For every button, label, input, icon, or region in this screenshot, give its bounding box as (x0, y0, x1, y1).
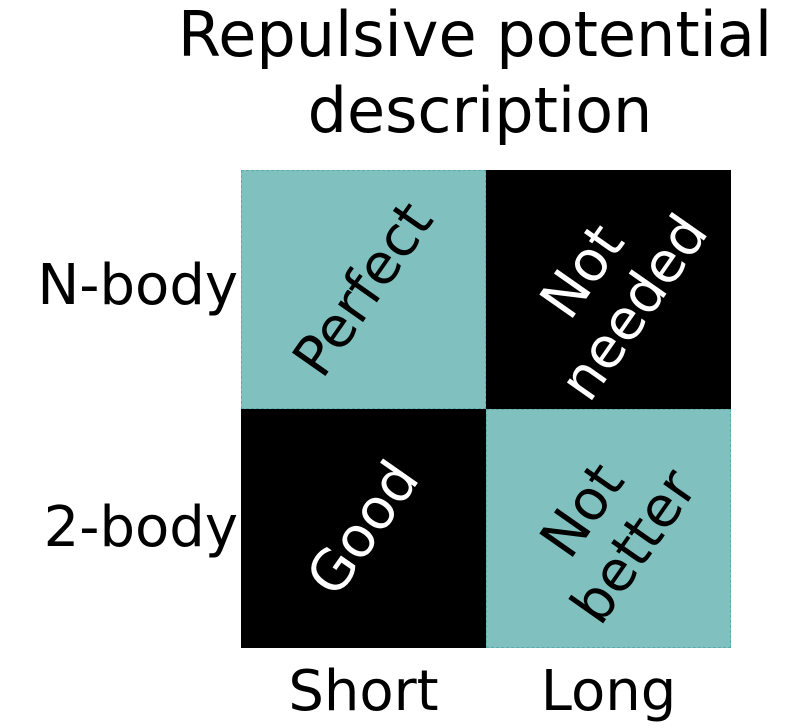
cell-text-line: Perfect (279, 190, 446, 388)
title-line-1: Repulsive potential (177, 0, 773, 71)
cell-text: Perfect (279, 190, 446, 388)
row-label-2-body: 2-body (43, 495, 238, 560)
cell-2-body-long: Not better (486, 409, 731, 648)
column-label-short: Short (288, 659, 439, 724)
cell-text: Not better (508, 422, 709, 635)
cell-text: Good (293, 448, 432, 608)
cell-text: Not needed (497, 170, 720, 409)
cell-2-body-short: Good (241, 409, 486, 648)
row-label-n-body: N-body (37, 253, 238, 318)
column-label-long: Long (540, 659, 677, 724)
title-line-2: description (307, 74, 653, 147)
matrix-grid: Perfect Not needed Good Not better (241, 170, 731, 648)
cell-n-body-long: Not needed (486, 170, 731, 409)
cell-text-line: Good (293, 448, 432, 608)
cell-n-body-short: Perfect (241, 170, 486, 409)
